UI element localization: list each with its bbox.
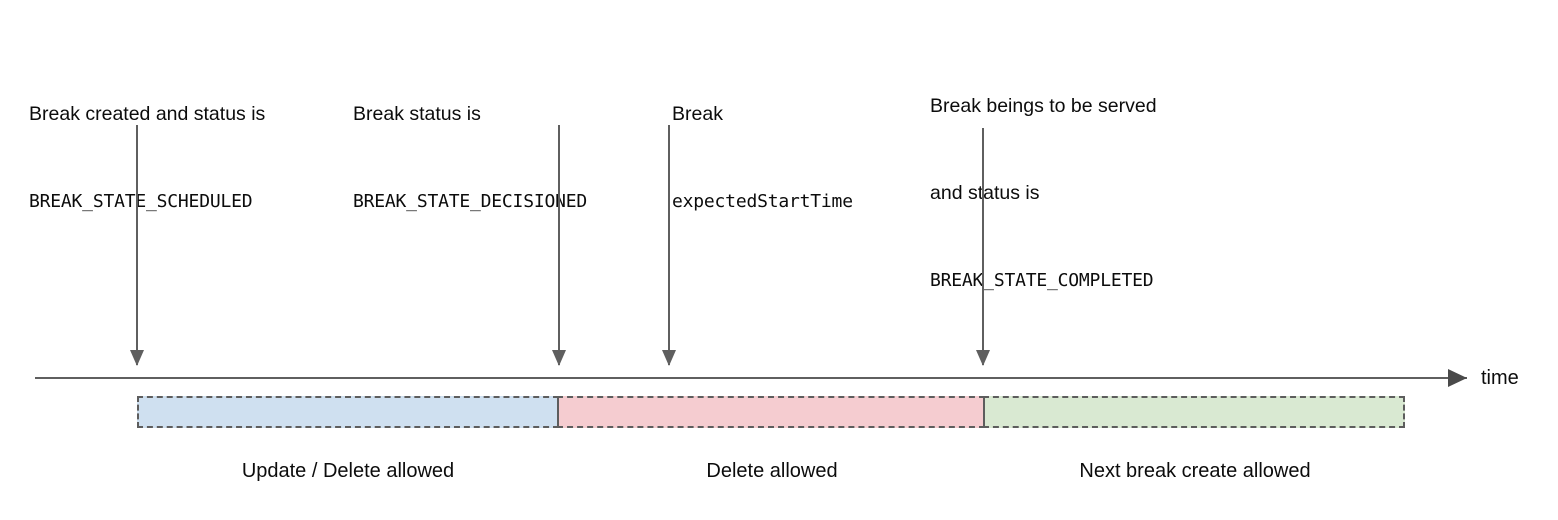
- marker-arrow-shaft: [982, 128, 984, 365]
- annotation-completed: Break beings to be served and status is …: [930, 34, 1157, 353]
- arrow-down-icon: [551, 350, 566, 366]
- annotation-decisioned-line1: Break status is: [353, 103, 481, 125]
- phase-bar-delete-allowed: [557, 396, 985, 428]
- annotation-expected-start-time-line2: expectedStartTime: [672, 191, 853, 212]
- arrow-down-icon: [661, 350, 676, 366]
- phase-divider: [983, 398, 985, 426]
- annotation-scheduled: Break created and status is BREAK_STATE_…: [29, 42, 265, 274]
- marker-arrow-scheduled-icon: [129, 125, 145, 366]
- marker-arrow-shaft: [558, 125, 560, 365]
- phase-caption-update-delete-allowed: Update / Delete allowed: [241, 460, 455, 482]
- arrow-down-icon: [975, 350, 990, 366]
- annotation-scheduled-line2: BREAK_STATE_SCHEDULED: [29, 191, 253, 212]
- marker-arrow-completed-icon: [975, 128, 991, 366]
- annotation-scheduled-line1: Break created and status is: [29, 103, 266, 125]
- annotation-completed-line1: Break beings to be served: [930, 95, 1157, 117]
- marker-arrow-decisioned-icon: [551, 125, 567, 366]
- phase-bar-next-break-create-allowed: [983, 396, 1405, 428]
- marker-arrow-shaft: [668, 125, 670, 365]
- time-axis-line: [35, 377, 1467, 379]
- phase-bar-update-delete-allowed: [137, 396, 559, 428]
- annotation-expected-start-time: Break expectedStartTime: [672, 42, 853, 274]
- annotation-expected-start-time-line1: Break: [672, 103, 723, 125]
- time-axis-label: time: [1481, 367, 1519, 389]
- arrow-right-icon: [1448, 369, 1467, 387]
- phase-caption-delete-allowed: Delete allowed: [706, 460, 838, 482]
- annotation-decisioned-line2: BREAK_STATE_DECISIONED: [353, 191, 588, 212]
- arrow-down-icon: [129, 350, 144, 366]
- marker-arrow-shaft: [136, 125, 138, 365]
- annotation-completed-line3: BREAK_STATE_COMPLETED: [930, 270, 1154, 291]
- phase-divider: [557, 398, 559, 426]
- phase-caption-next-break-create-allowed: Next break create allowed: [1079, 460, 1311, 482]
- marker-arrow-expected-start-time-icon: [661, 125, 677, 366]
- annotation-completed-line2: and status is: [930, 182, 1040, 204]
- annotation-decisioned: Break status is BREAK_STATE_DECISIONED: [353, 42, 587, 274]
